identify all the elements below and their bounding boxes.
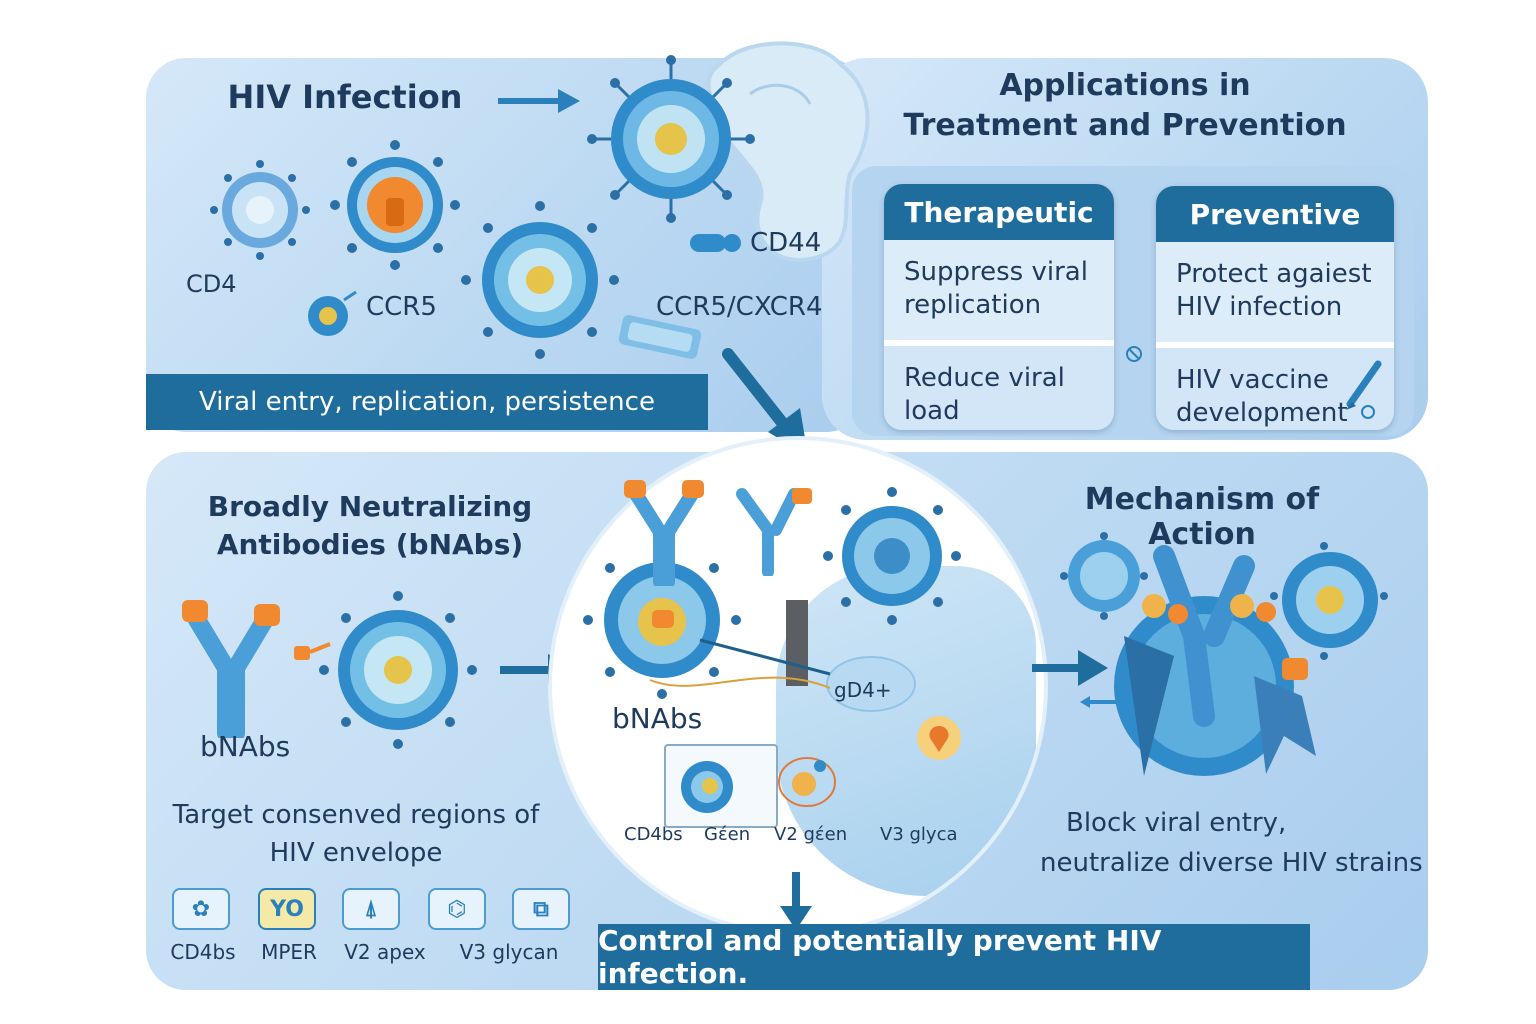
preventive-item-1: Protect agaiest HIV infection (1176, 259, 1372, 322)
location-pin-icon (917, 716, 961, 760)
center-virus-right-icon (823, 487, 961, 625)
ccr5-cxcr4-receptor-icon (618, 315, 702, 359)
center-sub-label-2: Gέen (704, 824, 751, 845)
hiv-infection-title: HIV Infection (227, 78, 463, 116)
ccr5-cxcr4-label: CCR5/CXCR4 (656, 292, 823, 322)
viral-entry-banner: Viral entry, replication, persistence (146, 374, 708, 430)
epitope-label-cd4bs: CD4bs (170, 940, 236, 964)
epitope-v2-apex-icon: ⍋ (342, 888, 400, 930)
bnabs-desc-line1: Target consenved regions of (172, 800, 540, 830)
preventive-item-2: HIV vaccine development (1156, 342, 1394, 430)
small-epitope-connector-icon (294, 642, 331, 660)
arrow-to-mechanism-icon (1032, 650, 1108, 686)
epitope-label-v2-apex: V2 apex (344, 940, 426, 964)
center-virus-left-icon (583, 541, 741, 699)
cd4-molecule-icon (308, 290, 357, 336)
virus-center-top-icon (461, 201, 619, 359)
down-arrow-to-footer-icon (780, 872, 812, 930)
cell-nucleus (826, 656, 916, 712)
virus-small-left-icon (210, 160, 310, 260)
epitope-cd4bs-icon: ✿ (172, 888, 230, 930)
bnabs-title-line1: Broadly Neutralizing (207, 490, 533, 523)
therapeutic-header: Therapeutic (884, 184, 1114, 240)
center-bnabs-label: bNAbs (612, 702, 703, 735)
center-circle (552, 440, 1044, 932)
mechanism-title: Mechanism of Action (1084, 482, 1320, 552)
epitope-label-mper: MPER (261, 940, 317, 964)
center-sub-label-1: CD4bs (624, 824, 683, 845)
therapeutic-item-2: Reduce viral load (884, 340, 1114, 430)
footer-banner: Control and potentially prevent HIV infe… (598, 924, 1310, 990)
center-sub-label-3: V2 gέen (774, 824, 848, 845)
cd4-label: CD4 (186, 270, 237, 298)
mechanism-desc-line1: Block viral entry, (1066, 808, 1287, 838)
therapeutic-item-1: Suppress viral replication (904, 257, 1088, 320)
center-cell-label: gD4+ (834, 678, 892, 702)
mechanism-desc-line2: neutralize diverse HIV strains (1040, 848, 1423, 878)
entry-arrow-icon (498, 89, 580, 113)
cd44-receptor-icon (690, 234, 741, 252)
bnabs-desc-line2: HIV envelope (269, 838, 443, 868)
applications-title-line1: Applications in (999, 68, 1251, 103)
cd44-label: CD44 (750, 228, 822, 258)
host-cell-body (776, 566, 1036, 896)
center-antibody-2-icon (736, 488, 812, 576)
epitope-mper-icon: YO (258, 888, 316, 930)
ccr5-label: CCR5 (366, 292, 437, 322)
mechanism-neutralization-icon (1060, 532, 1388, 776)
bnabs-title-line2: Antibodies (bNAbs) (216, 528, 524, 561)
bnabs-label-left: bNAbs (200, 730, 291, 763)
virus-orange-core-icon (330, 140, 460, 270)
virus-bnab-target-icon (319, 591, 477, 749)
applications-title-line2: Treatment and Prevention (903, 108, 1347, 143)
small-link-icon (1126, 346, 1142, 362)
binding-lines-icon (649, 638, 831, 689)
center-antibody-1-icon (624, 480, 704, 586)
center-sub-label-4: V3 glyca (880, 824, 958, 845)
therapeutic-card: Therapeutic Suppress viral replication R… (884, 184, 1114, 430)
virus-large-top-icon (587, 55, 755, 223)
epitope-extra-icon: ⧉ (512, 888, 570, 930)
antibody-icon (182, 600, 280, 738)
epitope-label-v3-glycan: V3 glycan (459, 940, 559, 964)
epitope-v3-glycan-icon: ⌬ (428, 888, 486, 930)
preventive-header: Preventive (1156, 186, 1394, 242)
preventive-card: Preventive Protect agaiest HIV infection… (1156, 186, 1394, 430)
pen-icon (1346, 360, 1382, 419)
inset-virus-icon (681, 761, 733, 813)
inset-epitope-icon (778, 757, 836, 807)
